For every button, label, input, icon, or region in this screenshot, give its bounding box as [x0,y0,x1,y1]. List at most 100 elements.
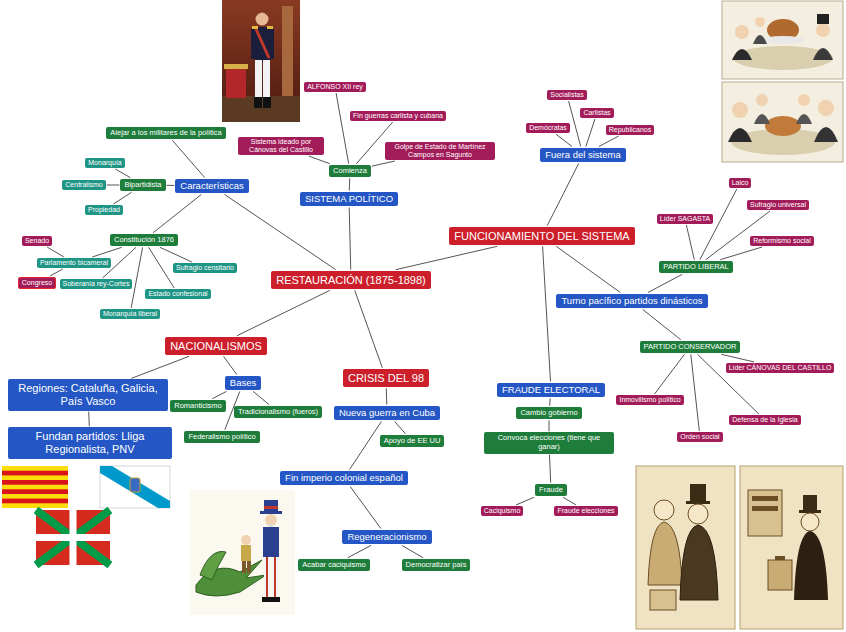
connector-line [402,545,423,557]
leaf-box: Fin guerras carlista y cubana [350,111,446,121]
portrait-illustration [222,0,300,122]
connector-line [549,398,551,405]
connector-line [396,246,497,269]
main-topic-box: FUNCIONAMIENTO DEL SISTEMA [449,227,634,246]
section-box: Fuera del sistema [540,148,626,163]
catalan-flag [2,466,68,508]
connector-line [691,354,700,431]
connector-line [348,545,371,557]
leaf-box: Republicanos [606,125,654,135]
node-text: CRISIS DEL 98 [348,372,424,385]
connector-line [212,391,226,398]
node-text: Republicanos [609,126,651,134]
node-text: Fraude [539,486,563,495]
node-text: Sufragio censitario [176,264,234,272]
section-box: SISTEMA POLÍTICO [300,192,398,207]
node-text: Defensa de la Iglesia [732,416,797,424]
section-box: Regiones: Cataluña, Galicia, País Vasco [8,379,168,410]
leaf-box: Carlistas [580,108,613,118]
branch-box: PARTIDO LIBERAL [659,261,733,274]
node-text: FRAUDE ELECTORAL [502,385,600,396]
node-text: Soberanía rey-Cortes [63,280,130,288]
node-text: Romanticismo [174,402,222,411]
branch-box: Fraude [535,484,567,497]
node-text: SISTEMA POLÍTICO [305,194,393,205]
section-box: Fin imperio colonial español [280,471,408,486]
leaf-box: Inmovilismo político [616,395,683,405]
node-text: Cambio gobierno [520,409,577,418]
branch-box: Romanticismo [170,400,226,413]
detail-box: Soberanía rey-Cortes [60,279,133,289]
connector-line [349,207,351,269]
connector-line [149,247,175,288]
connector-line [700,189,737,260]
connector-line [107,184,120,185]
leaf-box: ALFONSO XII rey [304,82,366,92]
connector-line [350,486,381,528]
main-topic-box: CRISIS DEL 98 [343,369,429,388]
leaf-box: Caciquismo [481,506,524,516]
node-text: Monarquía liberal [103,310,157,318]
node-text: PARTIDO LIBERAL [663,263,729,272]
node-text: Líder SAGASTA [660,215,710,223]
node-text: Centralismo [65,181,102,189]
branch-box: Apoyo de EE UU [380,435,445,448]
section-box: Bases [225,376,261,391]
galician-flag [100,466,170,508]
node-text: Fuera del sistema [545,150,621,161]
section-box: Turno pacífico partidos dinásticos [556,294,707,309]
connector-line [372,161,395,166]
node-text: Apoyo de EE UU [384,437,441,446]
connector-line [563,497,576,505]
branch-box: PARTIDO CONSERVADOR [640,341,741,354]
connector-line [160,247,192,262]
node-text: Comienza [333,167,367,176]
connector-line [720,247,762,260]
connector-line [549,455,550,483]
node-text: RESTAURACIÓN (1875-1898) [276,274,426,287]
section-box: Fundan partidos: Lliga Regionalista, PNV [8,427,172,458]
connector-line [395,421,406,433]
connector-line [309,156,330,164]
node-text: Sistema ideado por Cánovas del Castillo [241,138,321,154]
leaf-box: Demócratas [526,123,570,133]
branch-box: Comienza [329,165,371,178]
node-text: Turno pacífico partidos dinásticos [561,296,702,307]
main-topic-box: RESTAURACIÓN (1875-1898) [271,271,431,290]
connector-line [88,412,90,427]
node-text: Propiedad [88,206,120,214]
node-text: Democratizar país [406,561,467,570]
leaf-box: Líder SAGASTA [657,214,713,224]
section-box: Regeneracionismo [342,530,431,545]
connector-line [113,192,131,204]
leaf-box: Orden social [677,432,722,442]
detail-box: Centralismo [62,180,105,190]
node-text: Carlistas [583,109,610,117]
connector-line [655,354,685,394]
node-text: PARTIDO CONSERVADOR [644,343,737,352]
node-text: Caciquismo [484,507,521,515]
detail-box: Estado confesional [145,289,210,299]
node-text: Líder CÁNOVAS DEL CASTILLO [729,364,832,372]
connector-line [131,247,142,308]
node-text: Regeneracionismo [347,532,426,543]
cuba-cartoon [190,490,295,615]
branch-box: Acabar caciquismo [298,559,369,572]
section-box: Nueva guerra en Cuba [334,406,440,421]
connector-line [556,134,572,147]
leaf-box: Líder CÁNOVAS DEL CASTILLO [726,363,835,373]
branch-box: Constitución 1876 [110,234,178,247]
leaf-box: Socialistas [547,90,586,100]
detail-box: Monarquía [85,158,124,168]
node-text: Monarquía [88,159,121,167]
node-text: Bipartidista [124,181,161,190]
connector-line [686,225,694,260]
node-text: Golpe de Estado de Martínez Campos en Sa… [388,143,492,159]
node-text: Senado [25,237,49,245]
connector-line [172,140,204,177]
node-text: Regiones: Cataluña, Galicia, País Vasco [13,382,163,407]
node-text: ALFONSO XII rey [307,83,363,91]
node-text: Orden social [680,433,719,441]
connector-line [599,136,619,147]
main-topic-box: NACIONALISMOS [165,337,267,356]
